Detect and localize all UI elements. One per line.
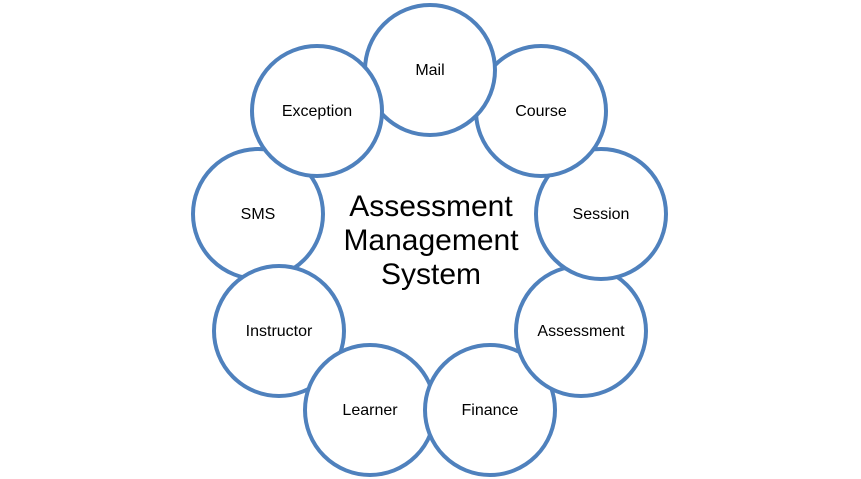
- node-exception: Exception: [250, 44, 384, 178]
- center-title-line-2: Management: [343, 224, 519, 257]
- node-sms: SMS: [191, 147, 325, 281]
- node-finance-label: Finance: [462, 402, 519, 419]
- node-session-circle: [534, 147, 668, 281]
- center-title: Assessment Management System: [300, 190, 562, 292]
- node-finance-circle: [423, 343, 557, 477]
- node-assessment-label: Assessment: [537, 323, 625, 340]
- center-title-line-3: System: [380, 258, 482, 291]
- node-session: Session: [534, 147, 668, 281]
- node-mail: Mail: [363, 3, 497, 137]
- node-instructor-label: Instructor: [246, 323, 313, 340]
- node-assessment: Assessment: [514, 264, 648, 398]
- node-session-label: Session: [573, 206, 630, 223]
- node-finance: Finance: [423, 343, 557, 477]
- node-learner-label: Learner: [342, 402, 398, 419]
- node-exception-circle: [250, 44, 384, 178]
- node-course: Course: [474, 44, 608, 178]
- node-course-label: Course: [515, 103, 567, 120]
- node-mail-label: Mail: [415, 62, 444, 79]
- node-sms-label: SMS: [241, 206, 276, 223]
- center-title-line-1: Assessment: [349, 190, 513, 223]
- node-exception-label: Exception: [282, 103, 352, 120]
- node-learner: Learner: [303, 343, 437, 477]
- node-instructor: Instructor: [212, 264, 346, 398]
- node-instructor-circle: [212, 264, 346, 398]
